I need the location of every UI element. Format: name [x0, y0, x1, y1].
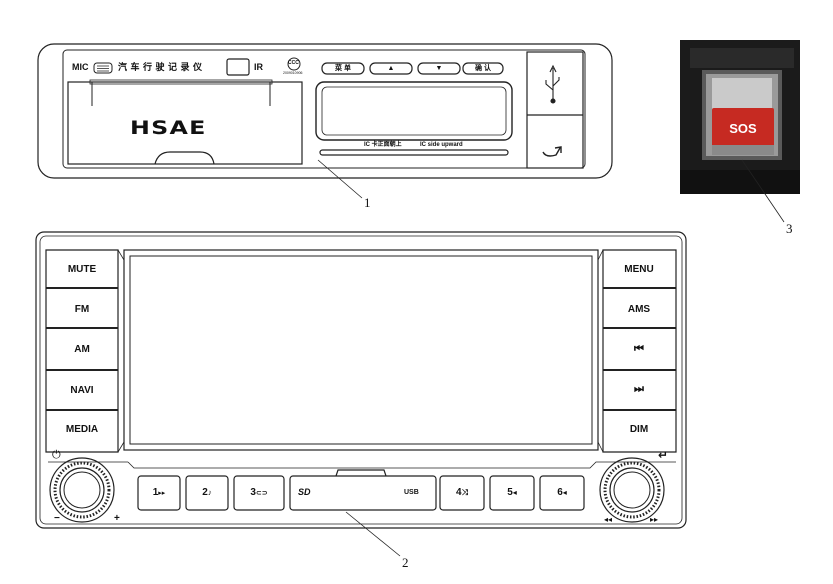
preset-number: 4 — [456, 487, 462, 498]
music-note-icon: ♪ — [207, 488, 212, 497]
brand-logo: HSAE — [130, 117, 207, 139]
sos-photo — [680, 40, 800, 194]
preset-number: 6 — [557, 487, 563, 498]
callout-2: 2 — [402, 555, 409, 570]
head-unit-frame — [35, 231, 687, 529]
return-icon: ↵ — [658, 448, 669, 462]
callout-leaders — [317, 159, 785, 557]
volume-down-label: − — [54, 513, 60, 524]
sd-card-slot[interactable]: SD — [298, 487, 311, 497]
recorder-lcd-display — [316, 82, 512, 140]
ccc-icon: CCC — [288, 60, 299, 66]
mute-button[interactable]: MUTE — [67, 264, 97, 275]
preset-1-button[interactable]: 1▸▸ — [138, 477, 180, 509]
mic-grille-icon — [94, 63, 112, 73]
usb-port[interactable] — [527, 52, 583, 115]
media-button[interactable]: MEDIA — [65, 424, 99, 435]
up-button[interactable]: ▲ — [387, 65, 395, 72]
play-pause-icon: ▸▸ — [158, 490, 166, 497]
sos-button[interactable]: SOS — [729, 121, 757, 136]
ic-hint-en: IC side upward — [420, 142, 463, 148]
menu-button-main[interactable]: MENU — [624, 264, 654, 275]
preset-4-button[interactable]: 4⤨ — [440, 477, 484, 509]
preset-number: 2 — [202, 487, 208, 498]
ccc-code: 2009010906 — [283, 71, 303, 75]
preset-5-button[interactable]: 5◂ — [490, 477, 534, 509]
menu-button[interactable]: 菜 单 — [335, 65, 351, 72]
volume-up-label: + — [114, 513, 120, 524]
preset-number: 1 — [152, 487, 159, 498]
folder-up-icon: ◂ — [562, 488, 567, 497]
usb-port-front[interactable]: USB — [404, 489, 419, 496]
next-track-button[interactable]: ⏭ — [634, 383, 644, 395]
seek-back-icon: ◂◂ — [604, 515, 613, 524]
preset-3-button[interactable]: 3⊂⊃ — [234, 477, 284, 509]
shuffle-icon: ⤨ — [461, 488, 468, 497]
preset-6-button[interactable]: 6◂ — [540, 477, 584, 509]
recorder-panel — [37, 43, 613, 179]
confirm-button[interactable]: 确 认 — [475, 65, 491, 72]
ic-card-slot[interactable] — [320, 150, 508, 155]
eject-button[interactable] — [527, 115, 583, 168]
am-button[interactable]: AM — [74, 344, 90, 355]
repeat-icon: ⊂⊃ — [255, 490, 268, 497]
callout-1: 1 — [364, 195, 371, 210]
recorder-title: 汽 车 行 驶 记 录 仪 — [118, 62, 203, 72]
folder-down-icon: ◂ — [512, 488, 517, 497]
media-slot-panel: SD USB — [290, 476, 436, 510]
ir-window — [227, 59, 249, 75]
power-icon: ⏻ — [52, 449, 61, 461]
navi-button[interactable]: NAVI — [70, 385, 94, 396]
preset-number: 3 — [250, 487, 256, 498]
tune-knob — [599, 457, 665, 523]
preset-number: 5 — [507, 487, 513, 498]
dim-button[interactable]: DIM — [629, 424, 649, 435]
ic-hint-cn: IC 卡正面朝上 — [364, 142, 402, 148]
callout-3: 3 — [786, 221, 793, 236]
down-button[interactable]: ▼ — [435, 65, 443, 72]
preset-2-button[interactable]: 2♪ — [186, 477, 228, 509]
ir-label: IR — [254, 62, 263, 72]
ams-button[interactable]: AMS — [627, 304, 651, 315]
main-screen[interactable] — [130, 256, 592, 444]
fm-button[interactable]: FM — [74, 304, 90, 315]
tune-knob-control[interactable] — [600, 458, 664, 522]
volume-knob — [49, 457, 115, 523]
previous-track-button[interactable]: ⏮ — [634, 343, 644, 355]
seek-forward-icon: ▸▸ — [650, 515, 659, 524]
mic-label: MIC — [72, 62, 89, 72]
